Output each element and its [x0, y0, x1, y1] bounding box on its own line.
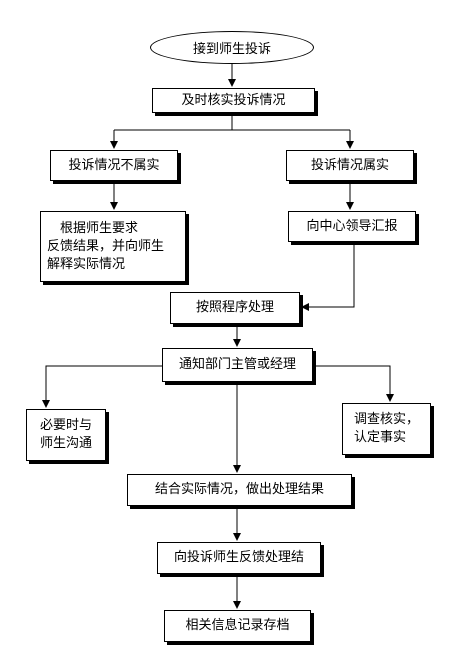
notify-node-label: 通知部门主管或经理 [178, 357, 296, 372]
investigate-node-label: 调查核实， 认定事实 [353, 412, 419, 445]
communicate-node-label: 必要时与 师生沟通 [39, 418, 92, 451]
result-node-label: 结合实际情况，做出处理结果 [154, 482, 324, 497]
procedure-node-label: 按照程序处理 [195, 300, 274, 315]
report-node-label: 向中心领导汇报 [306, 218, 398, 234]
feedback-node: 根据师生要求 反馈结果，并向师生 解释实际情况 [40, 211, 186, 282]
procedure-node: 按照程序处理 [170, 292, 300, 324]
true-node: 投诉情况属实 [286, 150, 414, 181]
investigate-node: 调查核实， 认定事实 [342, 403, 431, 455]
true-node-label: 投诉情况属实 [310, 157, 389, 173]
record-node: 相关信息记录存档 [164, 610, 311, 642]
arrow-report-to-procedure [301, 242, 355, 311]
record-node-label: 相关信息记录存档 [185, 618, 290, 633]
verify-node-label: 及时核实投诉情况 [181, 92, 286, 108]
verify-node: 及时核实投诉情况 [152, 88, 315, 113]
start-node-label: 接到师生投诉 [192, 42, 271, 57]
notify-node: 通知部门主管或经理 [162, 348, 313, 382]
reply-node-label: 向投诉师生反馈处理结 [173, 550, 304, 565]
result-node: 结合实际情况，做出处理结果 [127, 474, 352, 506]
communicate-node: 必要时与 师生沟通 [26, 409, 106, 461]
reply-node: 向投诉师生反馈处理结 [157, 542, 321, 574]
feedback-node-label: 根据师生要求 反馈结果，并向师生 解释实际情况 [47, 220, 165, 272]
start-node: 接到师生投诉 [150, 31, 314, 64]
not-true-node: 投诉情况不属实 [50, 150, 178, 181]
arrow-notify-to-communicate [42, 365, 162, 408]
report-node: 向中心领导汇报 [288, 211, 416, 242]
arrow-notify-to-investigate [313, 365, 394, 402]
not-true-node-label: 投诉情况不属实 [68, 157, 160, 173]
